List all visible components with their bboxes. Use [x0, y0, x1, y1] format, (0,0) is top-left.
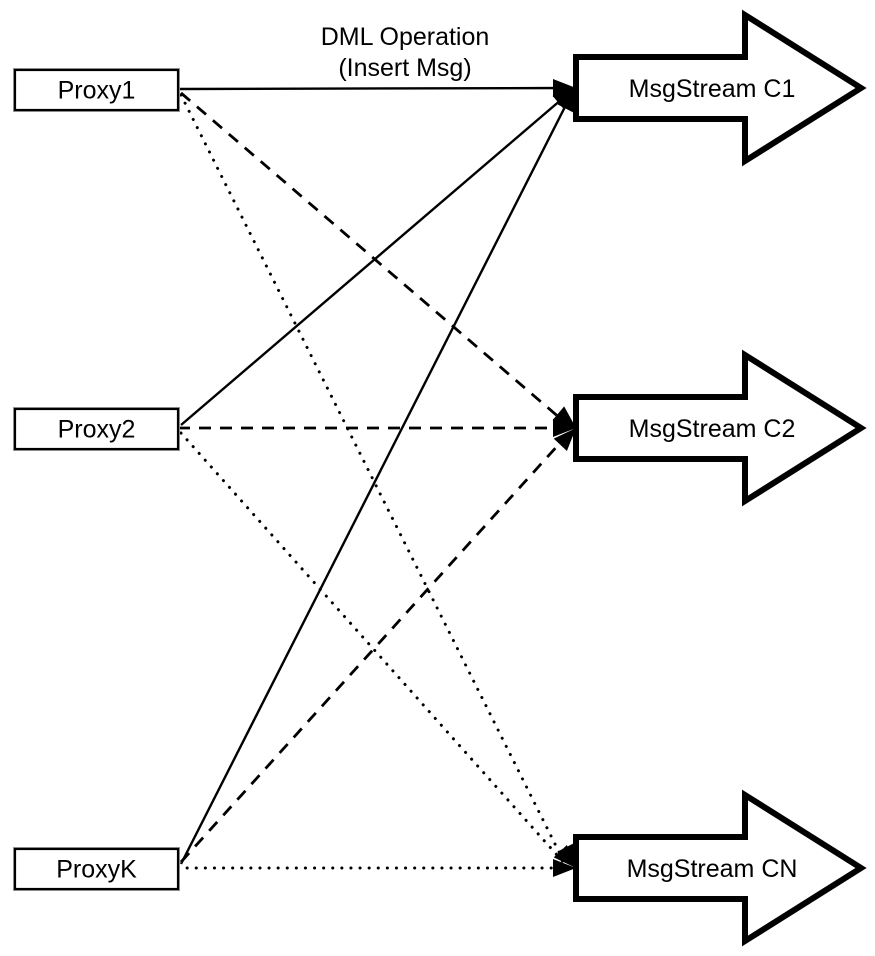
- edge-caption-line-1: DML Operation: [321, 23, 490, 51]
- arrowhead-layer: [552, 79, 576, 877]
- arrowhead-c2-from-proxy1: [552, 406, 576, 428]
- proxyk-label: ProxyK: [56, 856, 137, 884]
- arrowhead-c1-from-proxy1: [553, 79, 576, 97]
- msgstream-c2-label: MsgStream C2: [629, 415, 796, 443]
- arrowhead-c2-from-proxyk: [553, 428, 576, 451]
- edge-caption: DML Operation (Insert Msg): [321, 23, 490, 82]
- proxy2-label: Proxy2: [58, 416, 136, 444]
- proxy2-box: [13, 407, 180, 451]
- link-proxy1-to-msgstream-c1: [177, 86, 571, 91]
- link-proxyk-to-msgstream-c2: [179, 432, 571, 863]
- proxy1-box-outer: [13, 68, 180, 112]
- node-msgstream-cn[interactable]: MsgStream CN: [573, 789, 867, 947]
- arrowhead-cn-from-proxy2: [553, 845, 576, 868]
- proxy-nodes: Proxy1 Proxy2 ProxyK: [13, 68, 180, 891]
- link-layer: [176, 86, 573, 870]
- msgstream-nodes: MsgStream C1 MsgStream C2 MsgStream CN: [573, 9, 867, 947]
- msgstream-c2-arrow-shape: [573, 349, 867, 507]
- edge-caption-line-2: (Insert Msg): [338, 54, 471, 82]
- msgstream-cn-arrow-shape: [573, 789, 867, 947]
- proxyk-box: [13, 847, 180, 891]
- proxy1-box: [13, 68, 180, 112]
- arrowhead-cn-from-proxyk: [553, 859, 576, 877]
- msgstream-c1-label: MsgStream C1: [629, 75, 796, 103]
- node-msgstream-c1[interactable]: MsgStream C1: [573, 9, 867, 167]
- link-proxyk-to-msgstream-c1: [179, 94, 573, 865]
- node-msgstream-c2[interactable]: MsgStream C2: [573, 349, 867, 507]
- proxy1-label: Proxy1: [58, 77, 136, 105]
- node-proxy1[interactable]: Proxy1: [13, 68, 180, 112]
- node-proxyk[interactable]: ProxyK: [13, 847, 180, 891]
- link-proxy2-to-msgstream-c1: [180, 92, 570, 426]
- proxyk-box-outer: [13, 847, 180, 891]
- arrowhead-c1-from-proxyk: [557, 88, 576, 113]
- msgstream-c1-arrow-shape: [573, 9, 867, 167]
- msgstream-cn-label: MsgStream CN: [627, 855, 798, 883]
- arrowhead-c2-from-proxy2: [553, 419, 576, 437]
- node-proxy2[interactable]: Proxy2: [13, 407, 180, 451]
- proxy2-box-outer: [13, 407, 180, 451]
- link-proxy2-to-msgstream-cn: [179, 431, 567, 866]
